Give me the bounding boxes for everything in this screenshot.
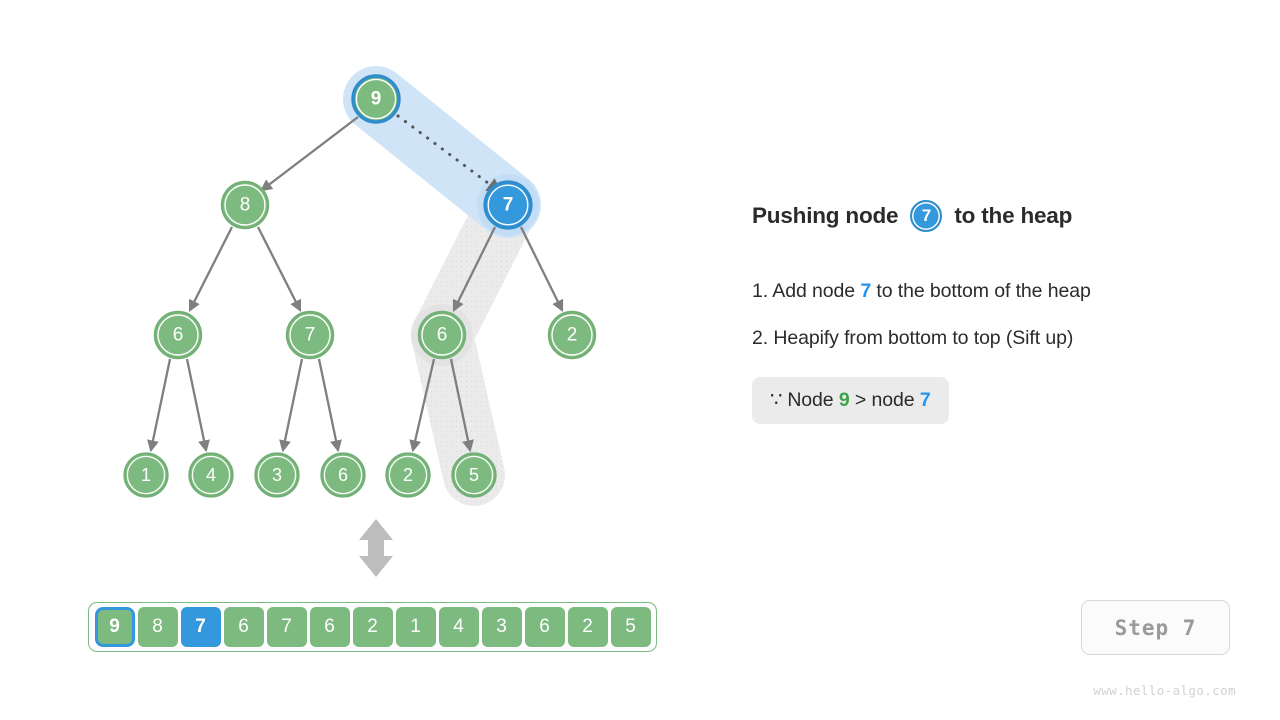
array-cell[interactable]: 6 (223, 607, 264, 647)
panel-title: Pushing node 7 to the heap (752, 200, 1222, 232)
array-cell[interactable]: 3 (481, 607, 522, 647)
tree-node-3-leaf[interactable]: 3 (254, 452, 300, 498)
edge-n5-n11 (409, 358, 436, 453)
step-item-2: 2. Heapify from bottom to top (Sift up) (752, 327, 1222, 350)
panel-title-suffix: to the heap (954, 203, 1073, 228)
array-cell[interactable]: 5 (610, 607, 651, 647)
edge-n3-n7 (147, 358, 172, 453)
array-cell[interactable]: 9 (94, 607, 135, 647)
tree-node-7-inserted[interactable]: 7 (483, 180, 533, 230)
tree-node-6-left[interactable]: 6 (153, 310, 203, 360)
tree-node-6-path[interactable]: 6 (417, 310, 467, 360)
array-cell[interactable]: 6 (524, 607, 565, 647)
reason-operator: > node (849, 389, 920, 411)
heap-array: 9 8 7 6 7 6 2 1 4 3 6 2 5 (88, 602, 657, 652)
tree-node-1-leaf[interactable]: 1 (123, 452, 169, 498)
edge-n1-n4 (256, 226, 302, 313)
tree-node-7-midleft[interactable]: 7 (285, 310, 335, 360)
binary-tree-graphic: 9 8 7 6 (123, 66, 597, 577)
reason-right-value: 7 (919, 389, 931, 411)
sync-double-arrow-icon (359, 519, 393, 577)
tree-node-9-root[interactable]: 9 (351, 74, 401, 124)
step-1-suffix: to the bottom of the heap (871, 280, 1091, 302)
tree-edges (147, 116, 564, 453)
tree-node-6-leaf[interactable]: 6 (320, 452, 366, 498)
array-cell[interactable]: 2 (567, 607, 608, 647)
tree-node-label: 4 (206, 465, 216, 485)
tree-node-label: 8 (240, 195, 251, 216)
site-watermark: www.hello-algo.com (1093, 683, 1236, 698)
array-cell[interactable]: 6 (309, 607, 350, 647)
edge-n5-n12 (449, 358, 474, 453)
tree-node-4-leaf[interactable]: 4 (188, 452, 234, 498)
tree-node-label: 9 (371, 89, 382, 110)
tree-node-label: 7 (503, 195, 514, 216)
reason-left-value: 9 (838, 389, 850, 411)
array-cell[interactable]: 2 (352, 607, 393, 647)
tree-node-label: 2 (403, 465, 413, 485)
swap-arrow-dotted (396, 114, 503, 194)
array-cell[interactable]: 7 (266, 607, 307, 647)
step-counter-badge: Step 7 (1081, 600, 1230, 655)
array-cell[interactable]: 8 (137, 607, 178, 647)
tree-node-label: 5 (469, 465, 479, 485)
tree-node-label: 1 (141, 465, 151, 485)
explanation-panel: Pushing node 7 to the heap 1. Add node 7… (752, 200, 1222, 424)
reason-pre: Node (787, 389, 839, 411)
step-1-value: 7 (860, 280, 872, 302)
reason-callout: ∵Node 9 > node 7 (752, 377, 949, 424)
array-cell[interactable]: 1 (395, 607, 436, 647)
tree-node-label: 6 (437, 325, 448, 346)
step-item-1: 1. Add node 7 to the bottom of the heap (752, 280, 1222, 303)
array-cell[interactable]: 7 (180, 607, 221, 647)
tree-node-2-right[interactable]: 2 (547, 310, 597, 360)
edge-n4-n9 (279, 358, 304, 453)
tree-node-label: 6 (173, 325, 184, 346)
edge-n2-n5 (452, 226, 497, 313)
tree-node-label: 2 (567, 325, 578, 346)
heap-diagram: 9 8 7 6 (88, 66, 657, 652)
tree-node-8[interactable]: 8 (220, 180, 270, 230)
panel-title-prefix: Pushing node (752, 203, 899, 228)
edge-n1-n3 (188, 226, 234, 313)
panel-title-node-badge: 7 (910, 200, 943, 232)
edge-n4-n10 (317, 358, 342, 453)
step-1-prefix: 1. Add node (752, 280, 861, 302)
tree-node-2-leaf[interactable]: 2 (385, 452, 431, 498)
edge-n3-n8 (185, 358, 210, 453)
tree-node-label: 3 (272, 465, 282, 485)
edge-n0-n1 (260, 116, 359, 192)
because-symbol: ∵ (770, 389, 783, 411)
tree-node-label: 7 (305, 325, 316, 346)
tree-node-label: 6 (338, 465, 348, 485)
tree-nodes: 9 8 7 6 (123, 74, 597, 498)
step-2-text: 2. Heapify from bottom to top (Sift up) (752, 327, 1074, 349)
array-cell[interactable]: 4 (438, 607, 479, 647)
tree-node-5-leaf[interactable]: 5 (451, 452, 497, 498)
edge-n2-n6 (519, 226, 564, 313)
